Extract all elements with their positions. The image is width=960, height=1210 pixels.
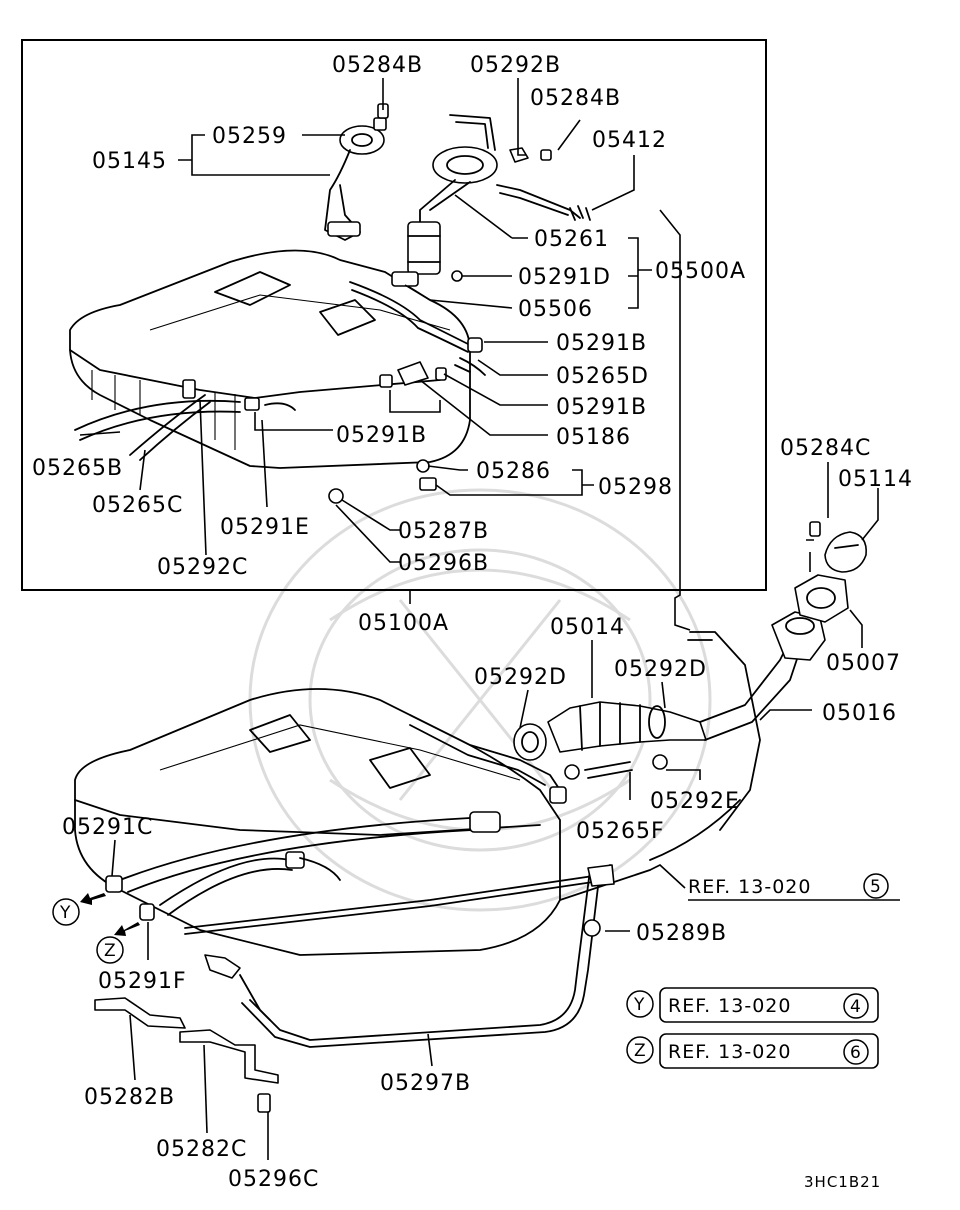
ref-y-num: 4 — [850, 997, 861, 1017]
label-05298: 05298 — [598, 475, 673, 500]
label-05292E: 05292E — [650, 789, 740, 814]
label-05291B-a: 05291B — [556, 331, 647, 356]
ref-y-marker: Y — [633, 995, 645, 1015]
label-05282B: 05282B — [84, 1085, 175, 1110]
label-05186: 05186 — [556, 425, 631, 450]
ref-y: Y REF. 13-020 4 — [626, 987, 879, 1023]
bracket-icon — [94, 997, 279, 1113]
label-05291F: 05291F — [98, 969, 187, 994]
label-05265C: 05265C — [92, 493, 183, 518]
label-05284B-top: 05284B — [332, 53, 423, 78]
fuel-cap-icon — [794, 521, 867, 623]
tank-strap-icon — [184, 864, 615, 1048]
label-05292C: 05292C — [157, 555, 248, 580]
label-05282C: 05282C — [156, 1137, 247, 1162]
label-05292D-b: 05292D — [614, 657, 707, 682]
diagram-code: 3HC1B21 — [804, 1173, 881, 1191]
label-05296C: 05296C — [228, 1167, 319, 1192]
ref-z-num: 6 — [850, 1043, 861, 1063]
ref-main: REF. 13-020 5 — [688, 873, 900, 901]
label-05261: 05261 — [534, 227, 609, 252]
filler-neck-icon — [119, 611, 826, 916]
label-05289B: 05289B — [636, 921, 727, 946]
fuel-level-sender-icon — [324, 117, 387, 241]
label-05265D: 05265D — [556, 364, 649, 389]
label-05291D: 05291D — [518, 265, 611, 290]
label-05284B-mid: 05284B — [530, 86, 621, 111]
label-05114: 05114 — [838, 467, 913, 492]
label-05500A: 05500A — [655, 259, 746, 284]
ref-y-text: REF. 13-020 — [668, 995, 791, 1017]
label-05016: 05016 — [822, 701, 897, 726]
fuel-tank-icon — [69, 249, 471, 469]
label-05506: 05506 — [518, 297, 593, 322]
label-05292D-a: 05292D — [474, 665, 567, 690]
hose-clamp-icon — [74, 281, 486, 504]
label-05265B: 05265B — [32, 456, 123, 481]
arrow-marker-z-label: Z — [104, 941, 116, 961]
arrow-icon — [80, 893, 140, 936]
label-05265F: 05265F — [576, 819, 665, 844]
label-05412: 05412 — [592, 128, 667, 153]
label-05259: 05259 — [212, 124, 287, 149]
label-05286: 05286 — [476, 459, 551, 484]
label-05296B: 05296B — [398, 551, 489, 576]
label-05291B-b: 05291B — [556, 395, 647, 420]
label-05297B: 05297B — [380, 1071, 471, 1096]
label-05287B: 05287B — [398, 519, 489, 544]
label-05014: 05014 — [550, 615, 625, 640]
arrow-marker-y: Y — [52, 898, 80, 926]
label-05291B-c: 05291B — [336, 423, 427, 448]
inset-frame — [21, 39, 767, 591]
hose-clamp-icon — [105, 875, 155, 921]
arrow-marker-z: Z — [96, 936, 124, 964]
label-05145: 05145 — [92, 149, 167, 174]
label-05292B: 05292B — [470, 53, 561, 78]
ref-z-marker: Z — [634, 1041, 646, 1061]
ref-z-text: REF. 13-020 — [668, 1041, 791, 1063]
leader-lines — [79, 78, 879, 1160]
label-05100A: 05100A — [358, 611, 449, 636]
label-05007: 05007 — [826, 651, 901, 676]
label-05291C: 05291C — [62, 815, 153, 840]
label-05284C: 05284C — [780, 436, 871, 461]
ref-main-text: REF. 13-020 — [688, 876, 811, 898]
arrow-marker-y-label: Y — [59, 903, 71, 923]
ref-main-num: 5 — [870, 877, 881, 897]
fuel-pump-icon — [377, 103, 591, 287]
ref-z: Z REF. 13-020 6 — [626, 1033, 879, 1069]
label-05291E: 05291E — [220, 515, 310, 540]
part-labels: 05284B 05292B 05284B 05412 05259 05145 0… — [32, 53, 913, 1192]
